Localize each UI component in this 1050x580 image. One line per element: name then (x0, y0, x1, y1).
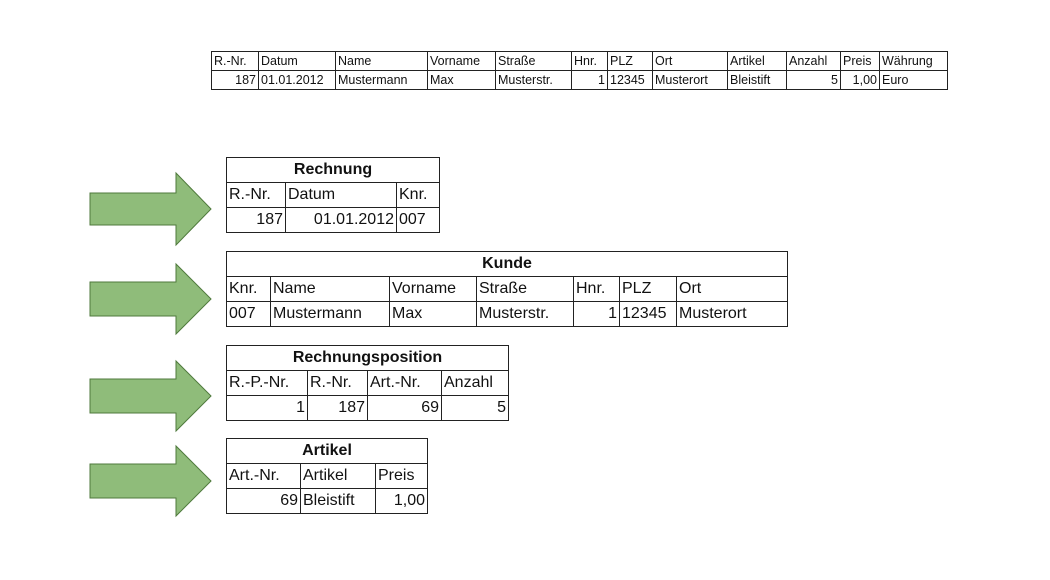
table-header-row: Art.-Nr. Artikel Preis (226, 463, 428, 489)
header-cell: Ort (652, 51, 728, 71)
table-cell: 1 (573, 301, 620, 327)
header-cell: Vorname (427, 51, 496, 71)
arrow-right-icon (89, 171, 212, 247)
table-row: 69 Bleistift 1,00 (226, 488, 428, 514)
table-row: 007 Mustermann Max Musterstr. 1 12345 Mu… (226, 301, 788, 327)
table-cell: Mustermann (335, 70, 428, 90)
table-title: Rechnungsposition (226, 345, 509, 371)
table-cell: Max (427, 70, 496, 90)
table-cell: 1 (571, 70, 608, 90)
header-cell: R.-Nr. (211, 51, 259, 71)
table-cell: Musterort (652, 70, 728, 90)
header-cell: Hnr. (573, 276, 620, 302)
rechnungsposition-table: Rechnungsposition R.-P.-Nr. R.-Nr. Art.-… (226, 345, 509, 421)
header-cell: Artikel (727, 51, 787, 71)
table-cell: 007 (396, 207, 440, 233)
header-cell: Hnr. (571, 51, 608, 71)
table-title: Kunde (226, 251, 788, 277)
table-cell: 187 (211, 70, 259, 90)
flat-invoice-table: R.-Nr. Datum Name Vorname Straße Hnr. PL… (211, 51, 948, 90)
table-cell: Max (389, 301, 477, 327)
table-cell: 01.01.2012 (258, 70, 336, 90)
header-cell: PLZ (619, 276, 677, 302)
header-cell: Straße (476, 276, 574, 302)
header-cell: Preis (840, 51, 880, 71)
table-cell: 1,00 (375, 488, 428, 514)
table-row: 187 01.01.2012 Mustermann Max Musterstr.… (211, 70, 948, 90)
header-cell: Artikel (300, 463, 376, 489)
table-cell: Bleistift (727, 70, 787, 90)
table-row: 1 187 69 5 (226, 395, 509, 421)
header-cell: Anzahl (786, 51, 841, 71)
table-title-row: Rechnung (226, 157, 440, 183)
table-cell: 187 (226, 207, 286, 233)
header-cell: Knr. (226, 276, 271, 302)
table-cell: 69 (226, 488, 301, 514)
table-cell: Musterstr. (476, 301, 574, 327)
header-cell: PLZ (607, 51, 653, 71)
table-cell: 187 (307, 395, 368, 421)
arrow-right-icon (89, 444, 212, 518)
table-cell: 007 (226, 301, 271, 327)
table-header-row: R.-Nr. Datum Name Vorname Straße Hnr. PL… (211, 51, 948, 71)
table-cell: Bleistift (300, 488, 376, 514)
table-header-row: R.-P.-Nr. R.-Nr. Art.-Nr. Anzahl (226, 370, 509, 396)
arrow-right-icon (89, 262, 212, 336)
header-cell: Ort (676, 276, 788, 302)
header-cell: Art.-Nr. (367, 370, 442, 396)
table-title: Artikel (226, 438, 428, 464)
table-cell: Mustermann (270, 301, 390, 327)
arrow-right-icon (89, 359, 212, 433)
header-cell: Knr. (396, 182, 440, 208)
header-cell: R.-Nr. (307, 370, 368, 396)
table-title-row: Artikel (226, 438, 428, 464)
header-cell: Straße (495, 51, 572, 71)
table-header-row: R.-Nr. Datum Knr. (226, 182, 440, 208)
table-title: Rechnung (226, 157, 440, 183)
table-cell: 01.01.2012 (285, 207, 397, 233)
table-cell: 1 (226, 395, 308, 421)
table-cell: 5 (786, 70, 841, 90)
header-cell: Name (270, 276, 390, 302)
artikel-table: Artikel Art.-Nr. Artikel Preis 69 Bleist… (226, 438, 428, 514)
header-cell: Währung (879, 51, 948, 71)
table-cell: 69 (367, 395, 442, 421)
table-cell: 12345 (619, 301, 677, 327)
header-cell: Datum (258, 51, 336, 71)
table-title-row: Rechnungsposition (226, 345, 509, 371)
header-cell: R.-Nr. (226, 182, 286, 208)
table-row: 187 01.01.2012 007 (226, 207, 440, 233)
header-cell: Vorname (389, 276, 477, 302)
header-cell: Preis (375, 463, 428, 489)
table-cell: Musterort (676, 301, 788, 327)
header-cell: Anzahl (441, 370, 509, 396)
rechnung-table: Rechnung R.-Nr. Datum Knr. 187 01.01.201… (226, 157, 440, 233)
table-cell: 5 (441, 395, 509, 421)
table-title-row: Kunde (226, 251, 788, 277)
table-cell: 12345 (607, 70, 653, 90)
header-cell: R.-P.-Nr. (226, 370, 308, 396)
table-header-row: Knr. Name Vorname Straße Hnr. PLZ Ort (226, 276, 788, 302)
header-cell: Datum (285, 182, 397, 208)
kunde-table: Kunde Knr. Name Vorname Straße Hnr. PLZ … (226, 251, 788, 327)
table-cell: 1,00 (840, 70, 880, 90)
table-cell: Musterstr. (495, 70, 572, 90)
header-cell: Art.-Nr. (226, 463, 301, 489)
header-cell: Name (335, 51, 428, 71)
table-cell: Euro (879, 70, 948, 90)
